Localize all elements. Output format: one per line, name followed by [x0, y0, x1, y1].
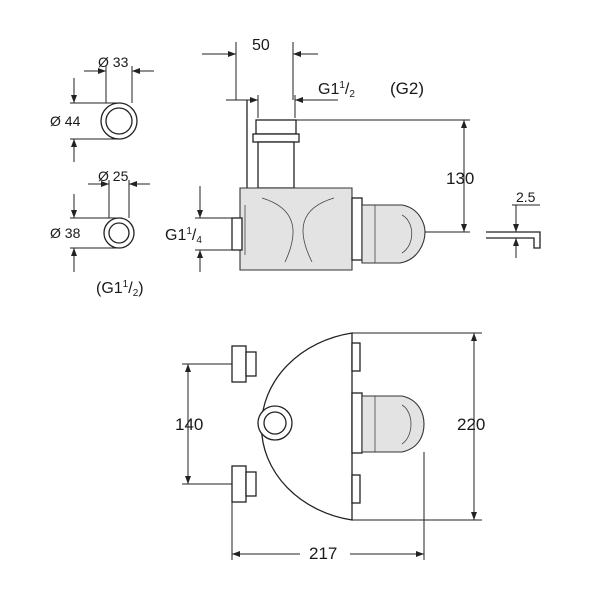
valve-body — [239, 187, 353, 271]
front-total-height-dimension: 220 — [457, 415, 485, 434]
pipe-2-inner-diameter-label: Ø 25 — [98, 168, 129, 184]
outlet-thread-alt-label: (G2) — [390, 79, 424, 98]
pipe-2-outer-diameter-label: Ø 38 — [50, 225, 81, 241]
pipe-2-inner-circle — [108, 222, 130, 244]
front-inlet-bottom — [231, 465, 247, 503]
height-dimension: 130 — [446, 169, 474, 188]
inlet-thread-label: G11/4 — [165, 226, 202, 246]
side-view: 50 G11/2 (G2) 130 — [165, 37, 474, 272]
inlet-connector — [231, 217, 243, 251]
bracket-thickness-label: 2.5 — [516, 189, 536, 205]
pipe-thread-note: (G11/2) — [96, 279, 144, 299]
pipe-1-inner-diameter-label: Ø 33 — [98, 54, 129, 70]
pipe-detail-1: Ø 33 Ø 44 — [50, 54, 154, 162]
outlet-thread-label: G11/2 — [318, 80, 355, 100]
outlet-nozzle — [255, 119, 297, 135]
top-width-dimension: 50 — [252, 37, 270, 54]
pipe-1-outer-diameter-label: Ø 44 — [50, 113, 81, 129]
bracket-detail: 2.5 — [486, 189, 541, 258]
front-handle — [361, 395, 425, 453]
pipe-1-inner-circle — [105, 107, 133, 135]
temperature-handle — [361, 204, 426, 264]
pipe-detail-2: Ø 25 Ø 38 — [50, 168, 150, 272]
front-width-dimension: 217 — [309, 544, 337, 563]
front-view: 140 220 217 — [175, 332, 485, 563]
front-inlet-spacing-dimension: 140 — [175, 415, 203, 434]
front-outlet-inner — [263, 411, 287, 435]
front-inlet-top — [231, 345, 247, 383]
